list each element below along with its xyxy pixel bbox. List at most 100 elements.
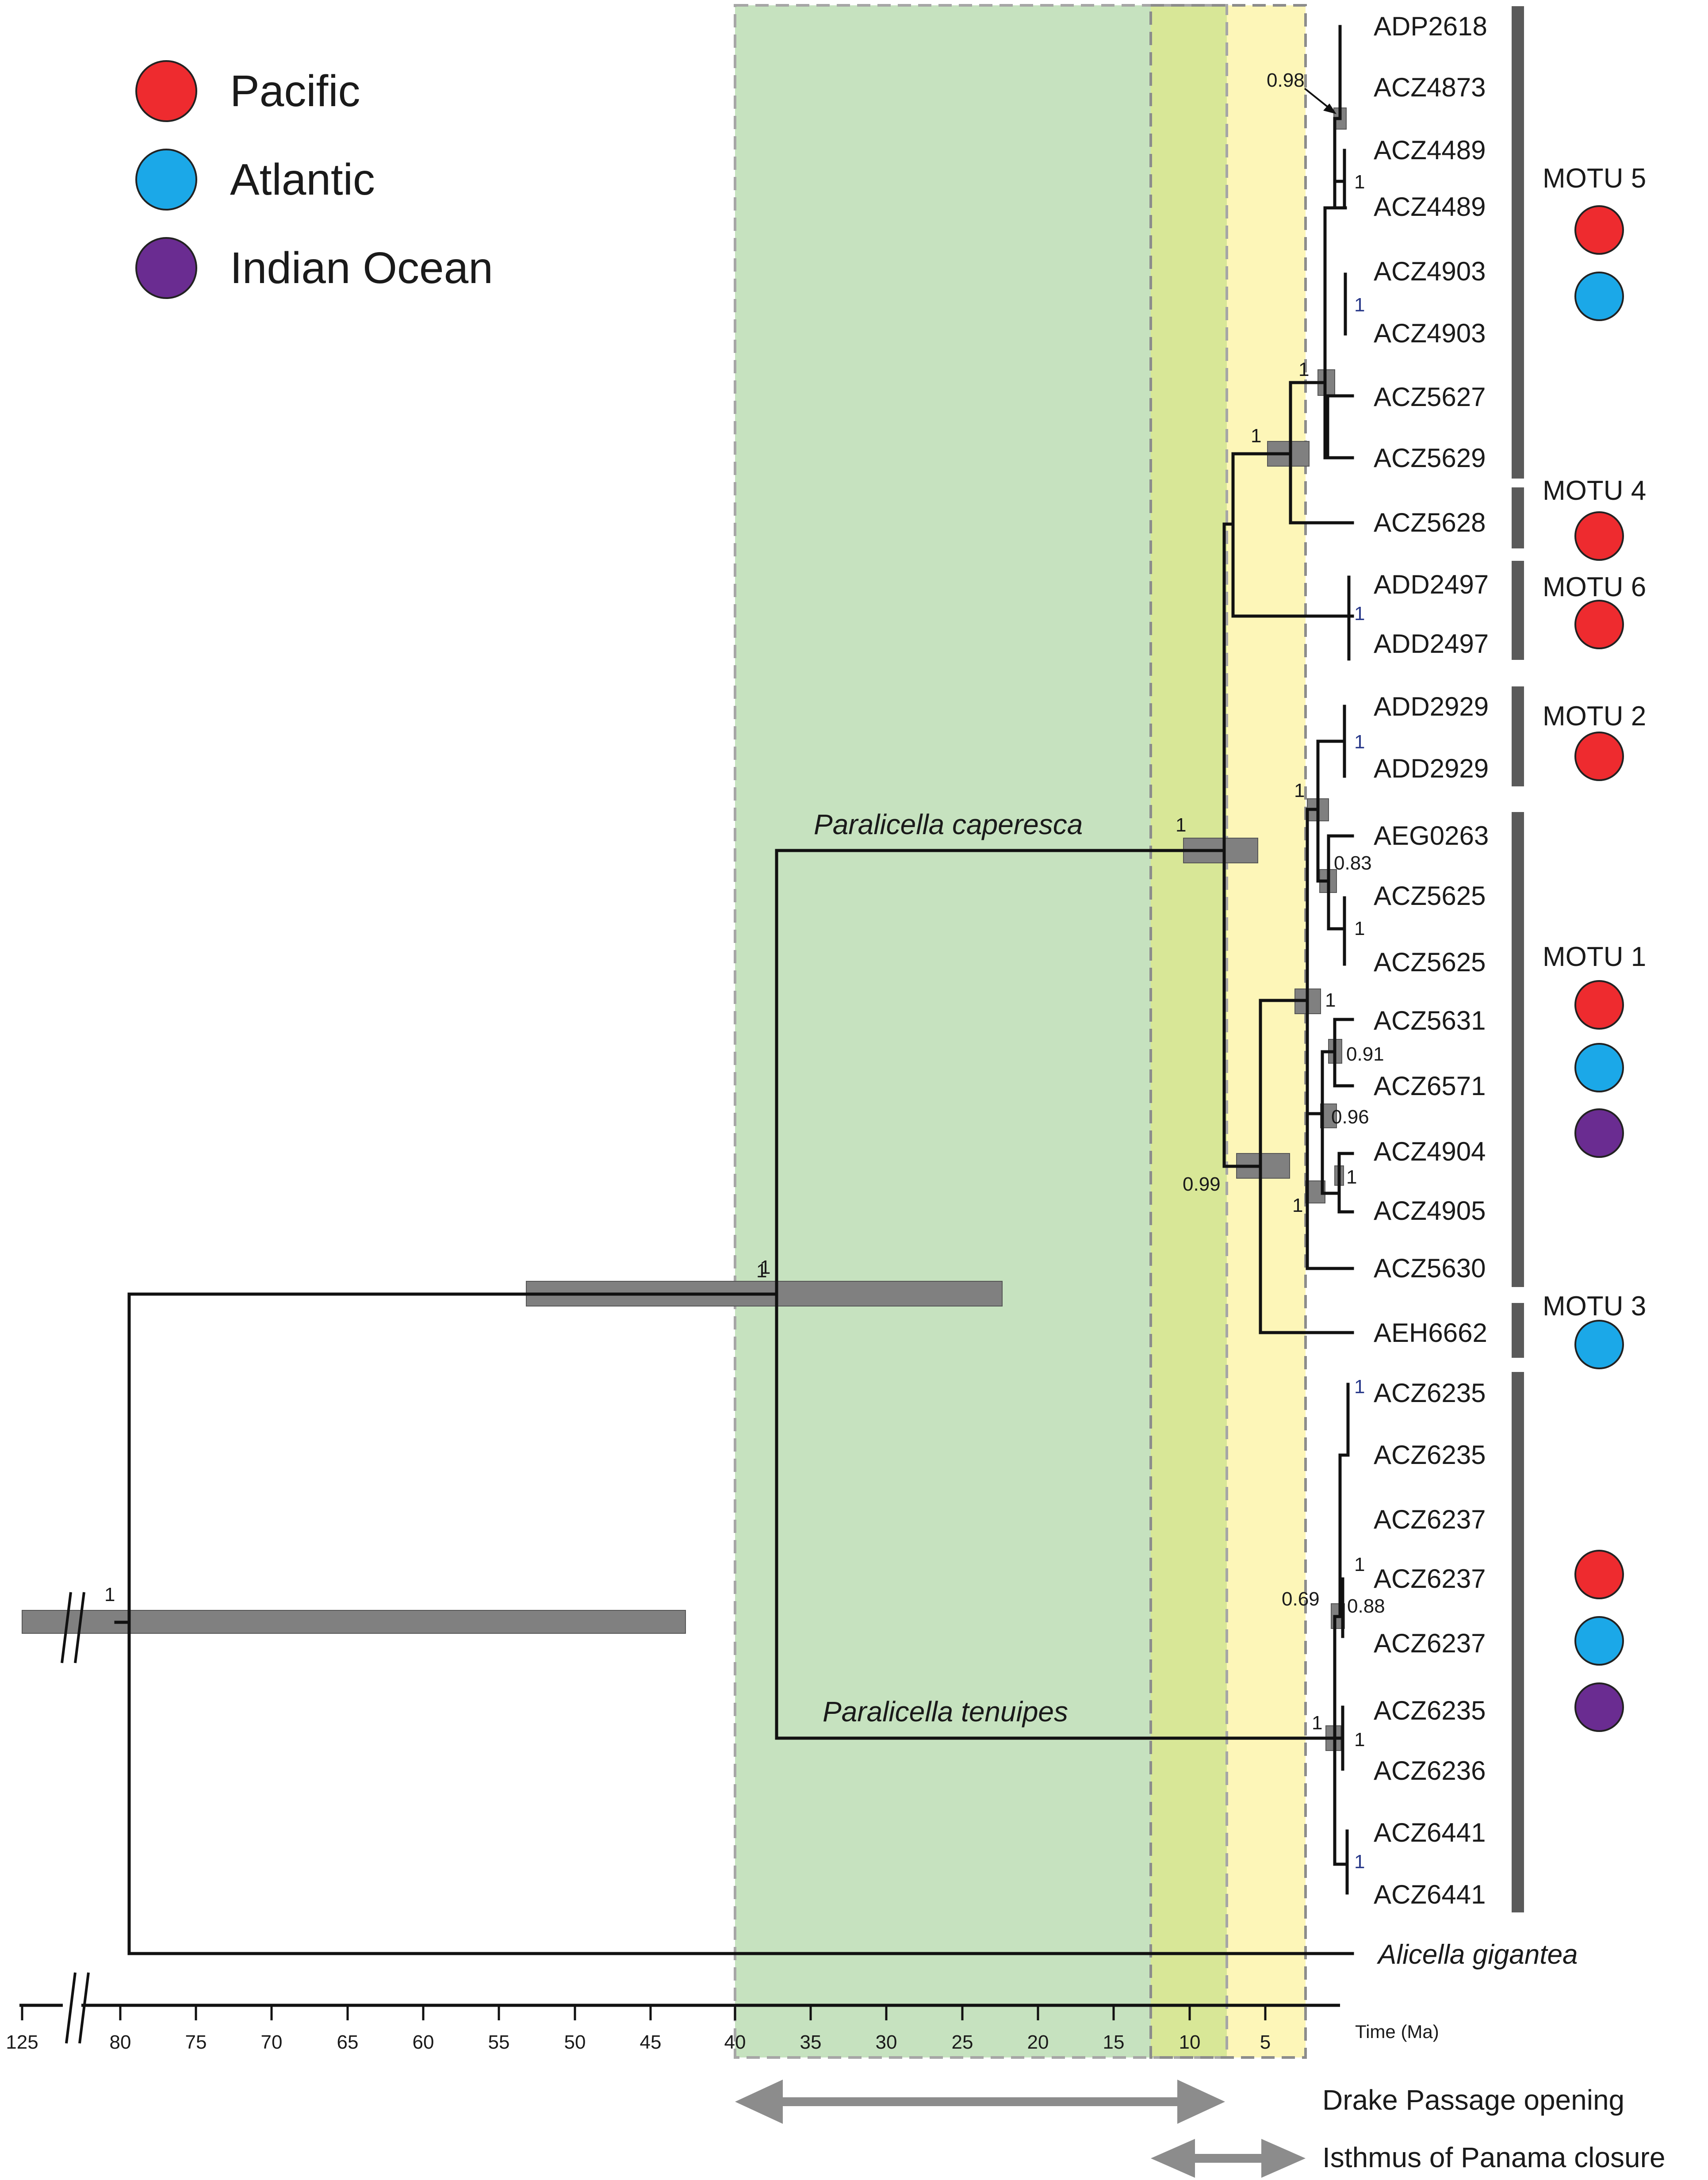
support-value: 1: [1354, 1729, 1365, 1751]
tick-label: 65: [337, 2031, 359, 2053]
support-value: 1: [756, 1260, 767, 1282]
tip-label: ACZ5625: [1374, 947, 1486, 977]
overlap-band: [1151, 5, 1227, 2057]
tick-label: 40: [724, 2031, 746, 2053]
tick-label: 80: [110, 2031, 131, 2053]
support-arrow: [1304, 88, 1337, 114]
tick-label: 125: [6, 2031, 38, 2053]
tip-label: ACZ6237: [1374, 1564, 1486, 1594]
tick-label: 20: [1027, 2031, 1049, 2053]
tip-label: ACZ4873: [1374, 73, 1486, 102]
tip-label: ACZ4905: [1374, 1196, 1486, 1226]
tip-label: ACZ4904: [1374, 1137, 1486, 1166]
support-values: 0.98 1 1 1 1 1 1 1 1 1 0.83 1 1 0.91 0.9…: [104, 69, 1385, 1873]
support-value: 1: [1354, 1554, 1365, 1575]
ocean-dot-pacific: [1574, 600, 1624, 649]
ocean-dot-indian-ocean: [1574, 1682, 1624, 1732]
tip-label: ACZ5628: [1374, 508, 1486, 537]
legend-label-indian-ocean: Indian Ocean: [230, 243, 493, 293]
tick-label: 15: [1103, 2031, 1125, 2053]
event-arrows: Drake Passage opening Isthmus of Panama …: [735, 2080, 1665, 2178]
tip-label: ACZ6235: [1374, 1378, 1486, 1408]
support-value: 1: [760, 1257, 770, 1278]
tick-label: 10: [1179, 2031, 1201, 2053]
support-value: 1: [1176, 814, 1186, 836]
tip-label: ADD2497: [1374, 629, 1489, 659]
support-value: 0.91: [1346, 1043, 1384, 1065]
motu-bar: [1512, 6, 1524, 479]
axis-break-marks: [61, 1592, 90, 2044]
event-label-drake: Drake Passage opening: [1322, 2084, 1624, 2116]
tip-label: ACZ6237: [1374, 1628, 1486, 1658]
motu-bar: [1512, 1372, 1524, 1912]
tip-label: ACZ6236: [1374, 1756, 1486, 1785]
tip-label: ACZ6237: [1374, 1505, 1486, 1534]
tick-label: 25: [952, 2031, 973, 2053]
tip-label: ADD2929: [1374, 692, 1489, 721]
support-value: 1: [1298, 359, 1309, 380]
tip-label: ACZ6235: [1374, 1696, 1486, 1725]
shaded-intervals: [734, 4, 1307, 2059]
tip-label: ADD2497: [1374, 570, 1489, 599]
axis-title: Time (Ma): [1355, 2021, 1439, 2042]
support-value: 0.98: [1267, 69, 1305, 91]
tick-label: 60: [413, 2031, 434, 2053]
support-value: 1: [1312, 1712, 1322, 1734]
support-value: 0.99: [1183, 1173, 1221, 1195]
event-label-panama: Isthmus of Panama closure: [1322, 2142, 1665, 2173]
motu-bar: [1512, 686, 1524, 786]
support-value: 1: [1354, 294, 1365, 316]
support-value: 1: [1294, 780, 1305, 801]
support-value: 1: [1251, 425, 1261, 447]
panama-closure-arrow: [1151, 2139, 1306, 2178]
tick-label: 30: [876, 2031, 897, 2053]
tip-label: ACZ5631: [1374, 1006, 1486, 1035]
support-value: 1: [104, 1584, 115, 1605]
support-value: 0.69: [1282, 1588, 1320, 1610]
tick-label: 35: [800, 2031, 822, 2053]
ocean-dot-atlantic: [1574, 1320, 1624, 1369]
ocean-dot-pacific: [1574, 511, 1624, 561]
support-value: 0.96: [1331, 1106, 1369, 1128]
tip-label: AEG0263: [1374, 821, 1489, 851]
hpd-bar-root: [22, 1610, 686, 1634]
legend-label-pacific: Pacific: [230, 66, 360, 116]
clade-labels: Paralicella caperesca Paralicella tenuip…: [814, 808, 1083, 1728]
tip-label: ADP2618: [1374, 11, 1487, 41]
tip-label: AEH6662: [1374, 1318, 1487, 1348]
tip-labels: ADP2618 ACZ4873 ACZ4489 ACZ4489 ACZ4903 …: [1374, 11, 1578, 1970]
support-value: 1: [1354, 918, 1365, 939]
drake-band-outline: [734, 4, 1228, 2059]
panama-band-outline: [1149, 4, 1307, 2059]
motu-label: MOTU 5: [1543, 163, 1646, 194]
tip-label: ACZ4903: [1374, 318, 1486, 348]
time-axis: 125 80 75 70 65 60 55 50 45 40 35 30 25 …: [6, 1592, 1439, 2053]
ocean-dot-pacific: [1574, 1550, 1624, 1599]
support-value: 0.83: [1334, 852, 1372, 874]
motu-bar: [1512, 487, 1524, 548]
tip-label: ACZ6235: [1374, 1440, 1486, 1470]
outgroup-label: Alicella gigantea: [1376, 1939, 1578, 1970]
clade-label-tenuipes: Paralicella tenuipes: [823, 1696, 1068, 1728]
ocean-dot-pacific: [1574, 732, 1624, 781]
ocean-dot-atlantic: [1574, 1616, 1624, 1666]
support-value-blue: 1: [1354, 1851, 1365, 1873]
tip-label: ACZ4489: [1374, 135, 1486, 165]
tip-label: ACZ4903: [1374, 257, 1486, 286]
legend: Pacific Atlantic Indian Ocean: [135, 60, 493, 299]
drake-passage-arrow: [735, 2080, 1225, 2124]
motu-label: MOTU 6: [1543, 572, 1646, 602]
ocean-dot-pacific: [1574, 205, 1624, 255]
tick-label: 5: [1260, 2031, 1271, 2053]
support-value-blue: 1: [1354, 1376, 1365, 1398]
tip-label: ACZ5629: [1374, 443, 1486, 473]
motu-bar: [1512, 812, 1524, 1287]
tip-label: ACZ5630: [1374, 1253, 1486, 1283]
tip-label: ACZ5627: [1374, 382, 1486, 412]
support-value: 1: [1354, 731, 1365, 753]
ocean-dot-pacific: [1574, 980, 1624, 1030]
motu-bar: [1512, 1303, 1524, 1358]
tip-label: ACZ5625: [1374, 881, 1486, 911]
tick-label: 50: [564, 2031, 586, 2053]
